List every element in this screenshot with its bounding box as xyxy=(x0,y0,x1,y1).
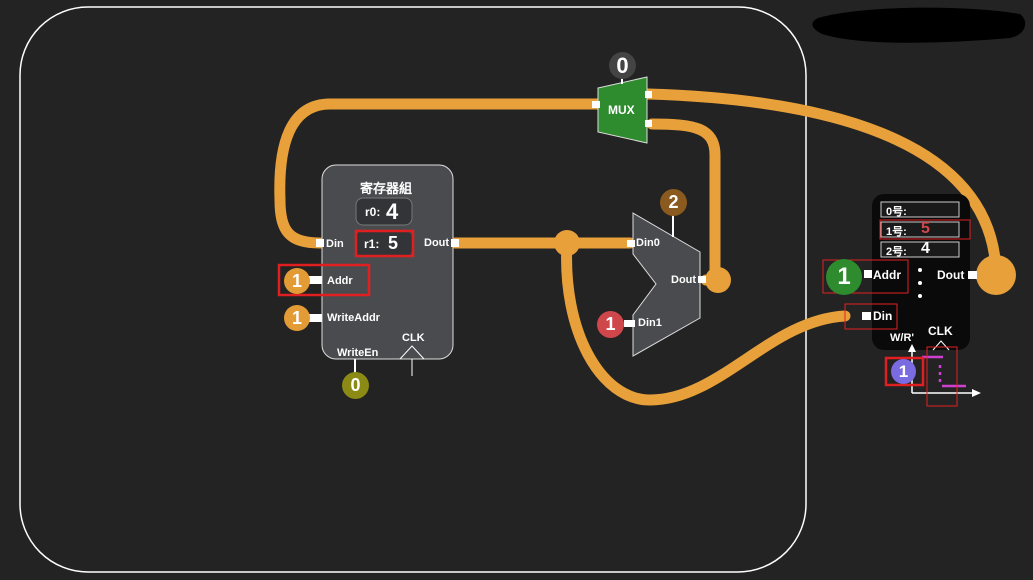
ram-wr-arrow-head xyxy=(908,344,916,352)
reg-clk-label: CLK xyxy=(402,332,425,344)
mux-in-pin[interactable] xyxy=(592,101,600,108)
reg-clk-marker xyxy=(399,345,425,360)
highlight-addr-input xyxy=(277,263,371,297)
redaction-scribble xyxy=(812,7,1026,43)
highlight-r1 xyxy=(354,229,415,258)
reg-writeaddr-pin[interactable] xyxy=(309,314,322,322)
wire-junction xyxy=(554,230,580,256)
ram-time-axis-head xyxy=(972,389,981,397)
alu-din0-label: Din0 xyxy=(636,237,660,249)
writeaddr-input[interactable]: 1 xyxy=(284,305,310,331)
ram-din-label: Din xyxy=(873,309,893,323)
mux-out-pin-top[interactable] xyxy=(645,91,652,98)
ram-clk-label: CLK xyxy=(928,324,953,338)
writeen-input[interactable]: 0 xyxy=(342,372,369,399)
mux-block[interactable] xyxy=(597,76,648,144)
alu-din1-pin[interactable] xyxy=(624,320,635,327)
r0-display xyxy=(355,197,413,226)
ram-addr-pin[interactable] xyxy=(864,270,872,278)
mux-label: MUX xyxy=(608,103,635,117)
alu-block[interactable] xyxy=(632,212,701,357)
ram-row-1-label: 1号: xyxy=(886,226,907,238)
r1-label: r1: xyxy=(364,237,380,251)
ram-ellipsis-dot xyxy=(918,281,922,285)
alu-din0-pin[interactable] xyxy=(627,240,635,247)
reg-din-label: Din xyxy=(326,238,344,250)
highlight-clock-trace xyxy=(926,346,958,407)
wire-junction-alu xyxy=(705,267,731,293)
ram-dout-label: Dout xyxy=(937,268,965,282)
ram-row-1-value: 5 xyxy=(921,220,930,237)
r0-label: r0: xyxy=(365,205,381,219)
ram-ellipsis-dot xyxy=(918,268,922,272)
register-file-block[interactable] xyxy=(321,164,454,360)
wire-mux-to-din xyxy=(274,98,609,249)
reg-addr-label: Addr xyxy=(327,275,353,287)
highlight-ram-row1 xyxy=(879,219,971,240)
register-file-title: 寄存器組 xyxy=(360,181,413,196)
ram-row-2-box xyxy=(880,241,960,258)
alu-din1-input[interactable]: 1 xyxy=(597,311,624,338)
reg-din-pin[interactable] xyxy=(316,239,324,247)
ram-addr-input[interactable]: 1 xyxy=(826,259,862,295)
alu-din1-label: Din1 xyxy=(638,317,662,329)
mux-select-input[interactable]: 0 xyxy=(609,52,636,79)
ram-row-2-value: 4 xyxy=(921,240,930,257)
ram-dout-junction xyxy=(976,255,1016,295)
alu-dout-pin[interactable] xyxy=(698,276,706,283)
ram-row-0-box xyxy=(880,201,960,218)
group-frame xyxy=(19,6,807,573)
alu-top-input[interactable]: 2 xyxy=(660,189,687,216)
ram-wr-label: W/R' xyxy=(890,332,914,344)
highlight-boxes xyxy=(277,219,971,407)
reg-dout-pin[interactable] xyxy=(451,239,459,247)
ram-dout-pin[interactable] xyxy=(968,271,977,279)
reg-addr-pin[interactable] xyxy=(309,276,322,284)
addr-input[interactable]: 1 xyxy=(284,268,310,294)
wire-mux-to-ram-dout xyxy=(642,88,1002,276)
wire-junction-to-ram-din xyxy=(561,237,851,406)
wires xyxy=(274,88,1002,406)
r0-value: 4 xyxy=(386,199,399,224)
ram-din-pin[interactable] xyxy=(862,312,871,320)
ram-addr-label: Addr xyxy=(873,268,901,282)
alu-dout-label: Dout xyxy=(671,274,697,286)
wire-alu-to-mux xyxy=(646,118,721,286)
highlight-wr-input xyxy=(884,356,925,387)
highlight-ram-addr xyxy=(822,259,909,294)
r1-value: 5 xyxy=(388,233,399,253)
highlight-ram-din xyxy=(844,303,898,330)
ram-ellipsis-dot xyxy=(918,294,922,298)
reg-dout-label: Dout xyxy=(424,237,450,249)
r1-display xyxy=(356,231,412,257)
ram-row-0-label: 0号: xyxy=(886,206,907,218)
mux-out-pin-bottom[interactable] xyxy=(645,120,652,127)
reg-writeen-label: WriteEn xyxy=(337,347,379,359)
ram-row-2-label: 2号: xyxy=(886,246,907,258)
ram-wr-input[interactable]: 1 xyxy=(891,359,916,384)
reg-writeaddr-label: WriteAddr xyxy=(327,312,380,324)
ram-row-1-box xyxy=(880,221,960,238)
